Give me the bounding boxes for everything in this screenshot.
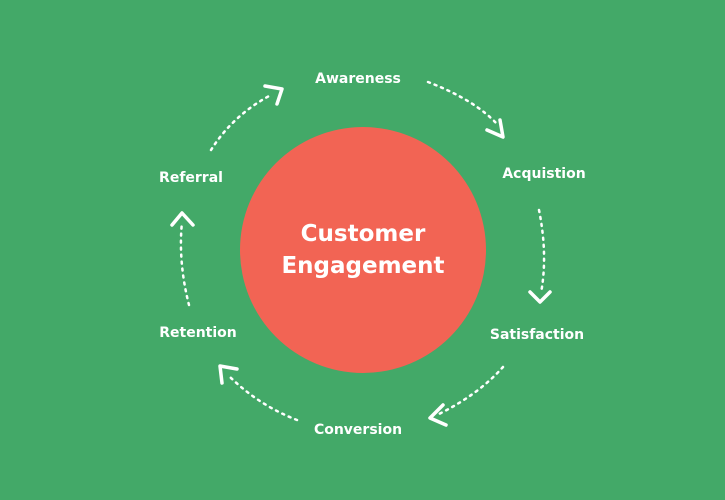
arrow-awareness-to-acquistion — [426, 80, 505, 139]
stage-awareness: Awareness — [315, 71, 401, 87]
arrow-retention-to-referral — [170, 211, 195, 307]
arrow-acquistion-to-satisfaction — [528, 208, 552, 304]
arrow-satisfaction-to-conversion — [428, 365, 505, 427]
center-title-line-2: Engagement — [281, 253, 445, 279]
stage-acquistion: Acquistion — [502, 166, 586, 182]
customer-engagement-circle: Customer Engagement — [240, 127, 486, 373]
stage-referral: Referral — [159, 170, 223, 186]
center-title-line-1: Customer — [300, 221, 426, 247]
arrow-referral-to-awareness — [209, 84, 284, 152]
arrow-conversion-to-retention — [218, 364, 299, 422]
stage-satisfaction: Satisfaction — [489, 327, 585, 343]
stage-retention: Retention — [159, 325, 237, 341]
stage-conversion: Conversion — [313, 422, 403, 438]
